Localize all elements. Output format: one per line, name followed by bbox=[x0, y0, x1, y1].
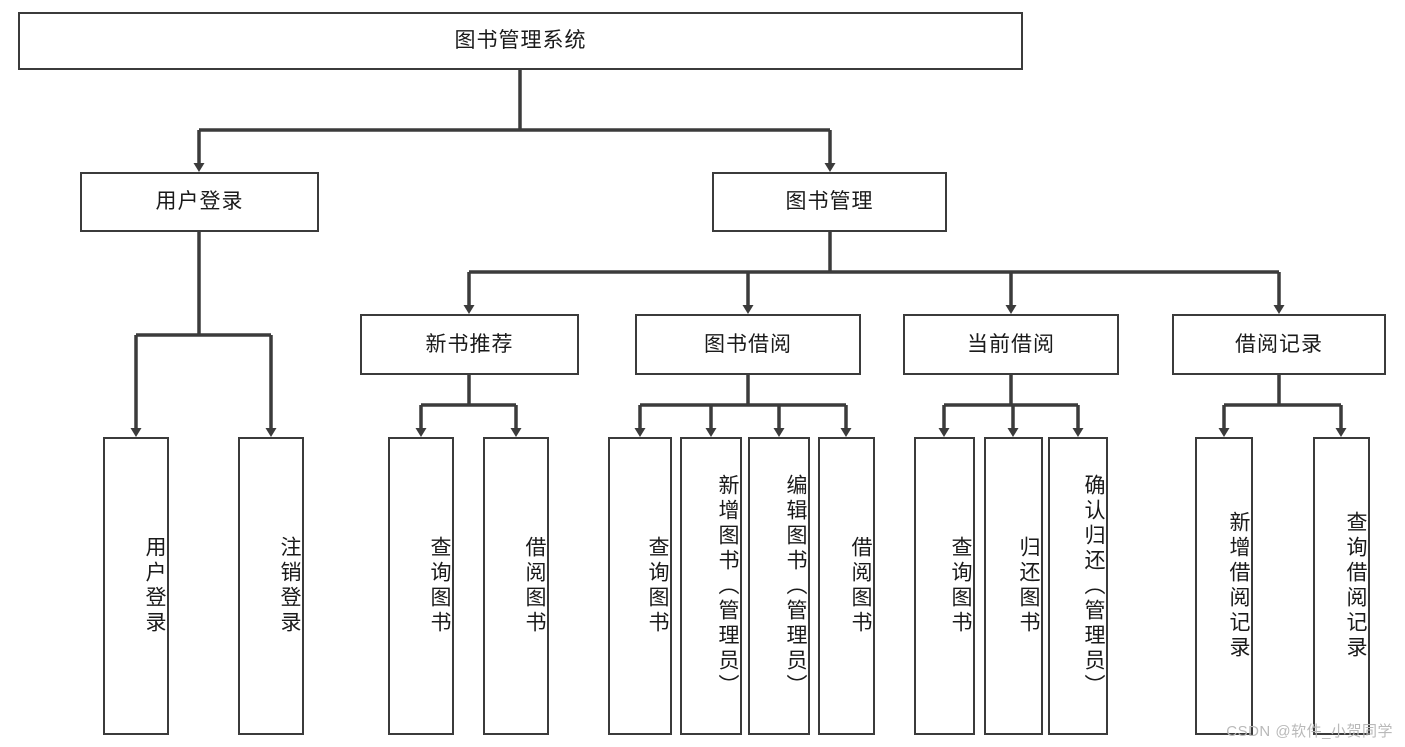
node-borrow-records[interactable]: 借阅记录 bbox=[1172, 314, 1386, 375]
node-book-management[interactable]: 图书管理 bbox=[712, 172, 947, 232]
leaf-user-login[interactable]: 用户登录 bbox=[103, 437, 169, 735]
leaf-borrow-book-recommend[interactable]: 借阅图书 bbox=[483, 437, 549, 735]
node-user-login[interactable]: 用户登录 bbox=[80, 172, 319, 232]
edge-group-current-borrow bbox=[938, 375, 1084, 437]
leaf-confirm-return-admin[interactable]: 确认归还（管理员） bbox=[1048, 437, 1108, 735]
leaf-borrow-book[interactable]: 借阅图书 bbox=[818, 437, 875, 735]
edge-group-user-login bbox=[130, 232, 277, 437]
leaf-user-logout[interactable]: 注销登录 bbox=[238, 437, 304, 735]
leaf-add-borrow-record[interactable]: 新增借阅记录 bbox=[1195, 437, 1253, 735]
leaf-query-book-recommend[interactable]: 查询图书 bbox=[388, 437, 454, 735]
leaf-return-book[interactable]: 归还图书 bbox=[984, 437, 1043, 735]
edge-group-new-books bbox=[415, 375, 522, 437]
edge-group-book-management bbox=[463, 232, 1285, 314]
edge-group-borrow-records bbox=[1218, 375, 1347, 437]
leaf-add-book-admin[interactable]: 新增图书（管理员） bbox=[680, 437, 742, 735]
node-root-system[interactable]: 图书管理系统 bbox=[18, 12, 1023, 70]
edge-group-book-borrow bbox=[634, 375, 852, 437]
node-new-book-recommend[interactable]: 新书推荐 bbox=[360, 314, 579, 375]
edge-group-root bbox=[193, 70, 836, 172]
leaf-edit-book-admin[interactable]: 编辑图书（管理员） bbox=[748, 437, 810, 735]
leaf-query-book-current[interactable]: 查询图书 bbox=[914, 437, 975, 735]
leaf-query-book-borrow[interactable]: 查询图书 bbox=[608, 437, 672, 735]
leaf-query-borrow-record[interactable]: 查询借阅记录 bbox=[1313, 437, 1370, 735]
node-current-borrow[interactable]: 当前借阅 bbox=[903, 314, 1119, 375]
node-book-borrow[interactable]: 图书借阅 bbox=[635, 314, 861, 375]
